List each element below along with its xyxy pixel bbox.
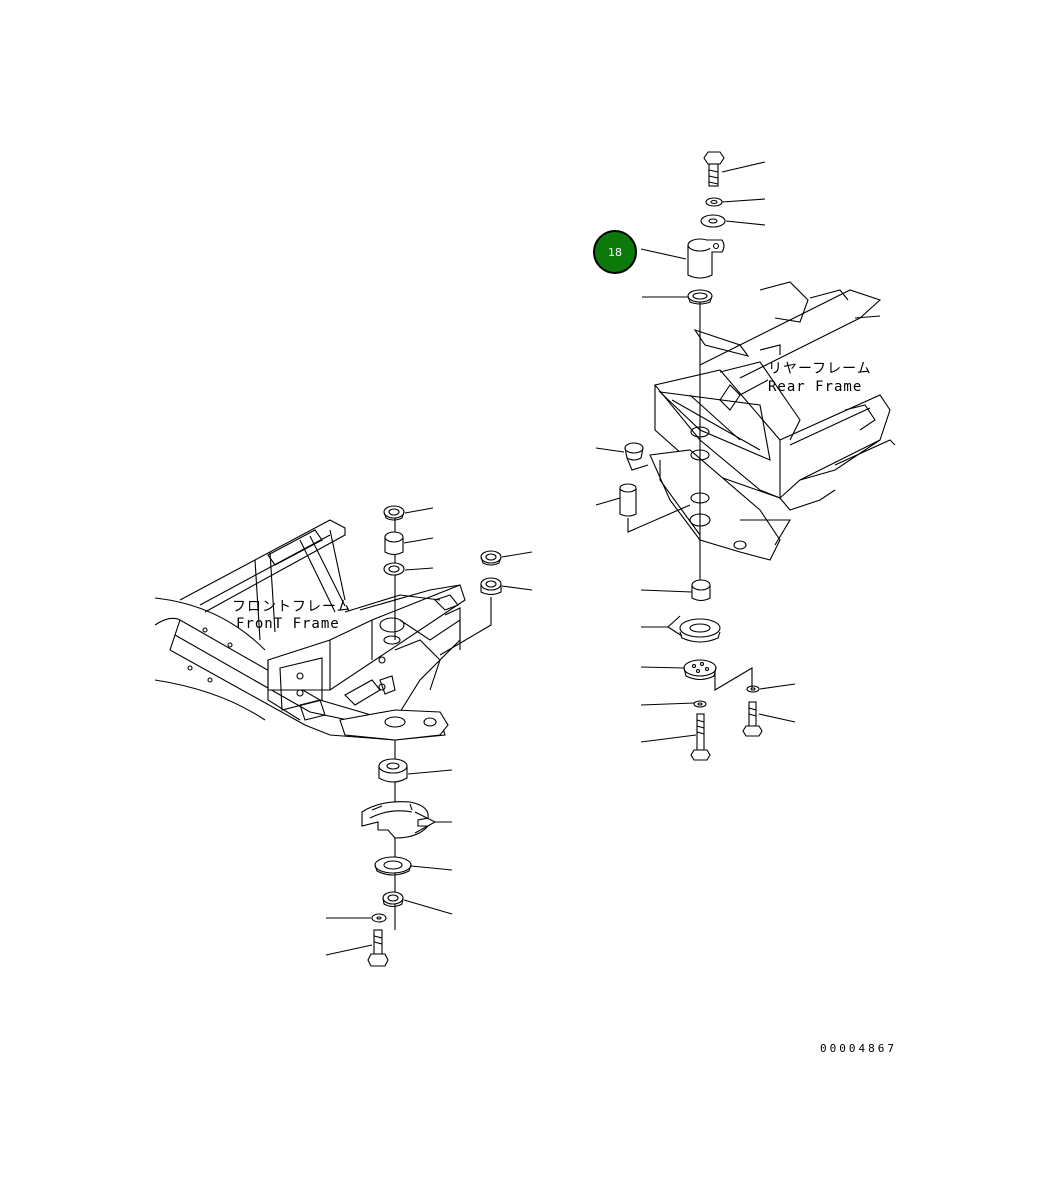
front-leader-lines — [325, 507, 533, 956]
front-washer — [371, 913, 387, 923]
rear-washer-b — [746, 685, 760, 693]
front-side-leader — [439, 597, 492, 656]
rear-shim-set — [679, 618, 721, 643]
callout-marker[interactable]: 18 — [593, 230, 637, 274]
front-thrust-bushing — [378, 758, 408, 783]
rear-side-leader-a — [626, 457, 649, 471]
front-shim-set — [361, 801, 430, 839]
front-bushing-top — [383, 505, 405, 521]
front-seal — [382, 891, 404, 908]
front-frame — [154, 519, 466, 741]
drawing-code: 00004867 — [820, 1042, 897, 1055]
rear-side-leader-b — [627, 504, 691, 533]
rear-leader-lines — [595, 161, 796, 743]
front-frame-label-jp: フロントフレーム — [232, 599, 352, 615]
rear-washer-small — [705, 197, 723, 207]
front-bushing-mid — [383, 562, 405, 576]
front-side-bushing-a — [480, 550, 502, 566]
front-frame-label-en: FronT Frame — [236, 616, 340, 632]
rear-bolt-b — [742, 701, 763, 737]
rear-cap-plate — [683, 659, 717, 681]
rear-side-pin — [619, 483, 637, 517]
rear-spacer — [691, 579, 711, 602]
rear-frame — [649, 281, 896, 561]
rear-bolt-a — [690, 713, 711, 761]
rear-bushing-top — [687, 289, 713, 305]
rear-bolt-top — [703, 151, 725, 187]
front-side-bushing-b — [480, 577, 502, 596]
rear-frame-label-en: Rear Frame — [768, 379, 862, 395]
rear-side-bushing — [624, 442, 644, 461]
front-spacer — [384, 531, 404, 556]
callout-circle[interactable] — [593, 230, 637, 274]
rear-pin — [687, 238, 725, 279]
rear-washer-a — [693, 700, 707, 708]
rear-cap-leader — [714, 667, 753, 691]
rear-washer-large — [700, 214, 726, 228]
front-bolt — [367, 929, 389, 967]
callout-number: 18 — [608, 246, 622, 259]
rear-frame-label-jp: リヤーフレーム — [768, 361, 872, 377]
front-retainer-ring — [374, 856, 412, 876]
